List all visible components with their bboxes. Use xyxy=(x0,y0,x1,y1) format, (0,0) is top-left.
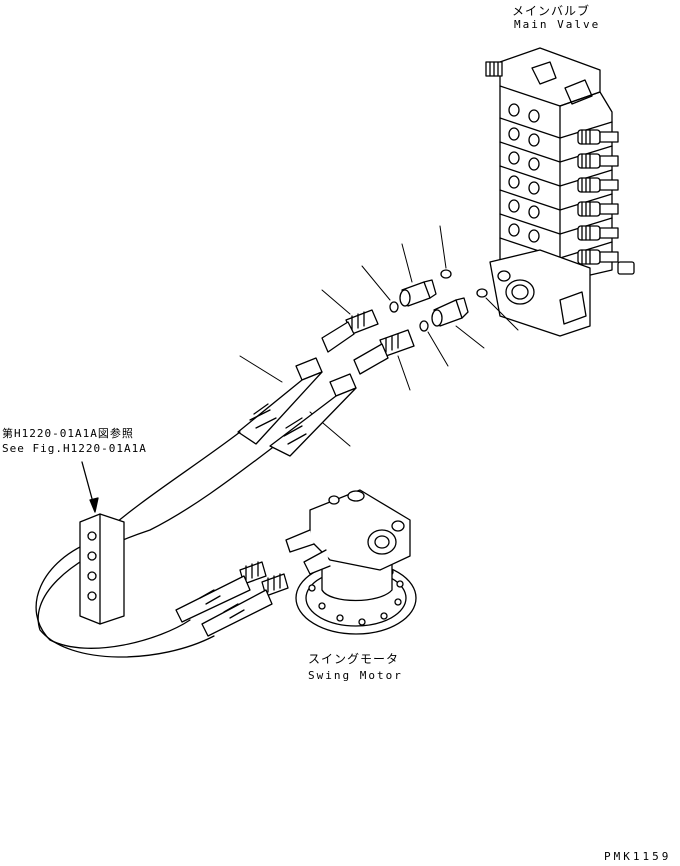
o-ring xyxy=(476,288,488,298)
hose-clamp-block xyxy=(79,513,125,625)
reference-label-en: See Fig.H1220-01A1A xyxy=(2,442,147,455)
main-valve-label-en: Main Valve xyxy=(514,18,601,31)
hose xyxy=(269,373,357,457)
o-ring xyxy=(440,269,452,279)
main-valve-label-jp: メインバルブ xyxy=(512,4,591,18)
adapter-fitting xyxy=(399,279,437,307)
hose-end-fitting xyxy=(201,573,289,637)
swing-motor-label-jp: スイングモータ xyxy=(308,652,400,666)
hose xyxy=(237,357,323,445)
reference-label-jp: 第H1220-01A1A図参照 xyxy=(2,427,134,440)
o-ring xyxy=(419,320,429,332)
adapter-fitting xyxy=(431,297,469,327)
hose-end-fitting xyxy=(321,309,379,353)
swing-motor-label-en: Swing Motor xyxy=(308,669,403,682)
o-ring xyxy=(389,301,399,313)
hose-end-fitting xyxy=(353,329,415,375)
hose-run xyxy=(35,431,273,658)
swing-motor xyxy=(285,489,417,635)
drawing-code: PMK1159 xyxy=(604,850,672,863)
reference-arrow xyxy=(81,461,99,513)
hose-end-fitting xyxy=(175,561,267,623)
main-valve xyxy=(485,47,635,337)
